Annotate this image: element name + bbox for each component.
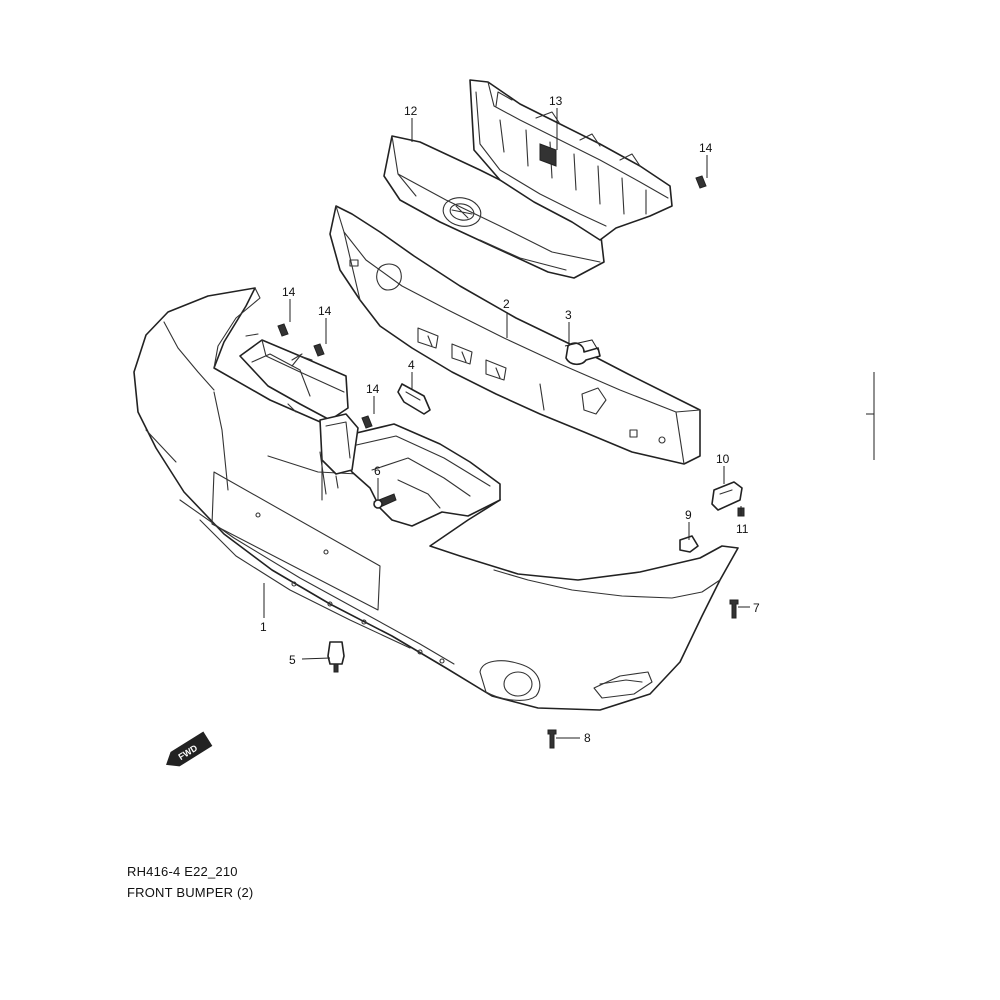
callout-12: 12 <box>404 104 418 118</box>
callout-3: 3 <box>565 308 572 322</box>
part-5-bolt <box>327 641 345 673</box>
callout-14-left: 14 <box>282 285 296 299</box>
callout-9: 9 <box>685 508 692 522</box>
callout-leader-lines <box>263 108 750 739</box>
callout-10: 10 <box>716 452 730 466</box>
part-10-bracket <box>711 481 743 511</box>
part-2-reinforcement-beam <box>329 205 701 465</box>
callout-7: 7 <box>753 601 760 615</box>
callout-6: 6 <box>374 464 381 478</box>
callout-2: 2 <box>503 297 510 311</box>
part-4-clip <box>397 383 431 415</box>
callout-14-middle: 14 <box>318 304 332 318</box>
forward-arrow-icon: FWD <box>166 731 213 767</box>
diagram-code: RH416-4 E22_210 <box>127 864 238 879</box>
callout-14-upper-right: 14 <box>699 141 713 155</box>
page-edge-marks <box>866 372 875 460</box>
callout-8: 8 <box>584 731 591 745</box>
callout-11: 11 <box>736 522 749 536</box>
callout-14-lower: 14 <box>366 382 380 396</box>
callout-4: 4 <box>408 358 415 372</box>
diagram-title: FRONT BUMPER (2) <box>127 885 254 900</box>
part-14-screws <box>245 175 707 429</box>
callout-labels: 1 2 3 4 5 6 7 8 9 10 11 12 13 14 14 14 1… <box>260 94 760 745</box>
part-9-nut-clip <box>679 535 699 553</box>
part-6-bolt <box>373 493 397 509</box>
callout-13: 13 <box>549 94 563 108</box>
part-7-screw <box>729 599 739 619</box>
callout-5: 5 <box>289 653 296 667</box>
part-12-grille-panel <box>383 135 605 279</box>
part-8-screw <box>547 729 557 749</box>
part-13-grille-frame <box>469 79 673 241</box>
callout-1: 1 <box>260 620 267 634</box>
